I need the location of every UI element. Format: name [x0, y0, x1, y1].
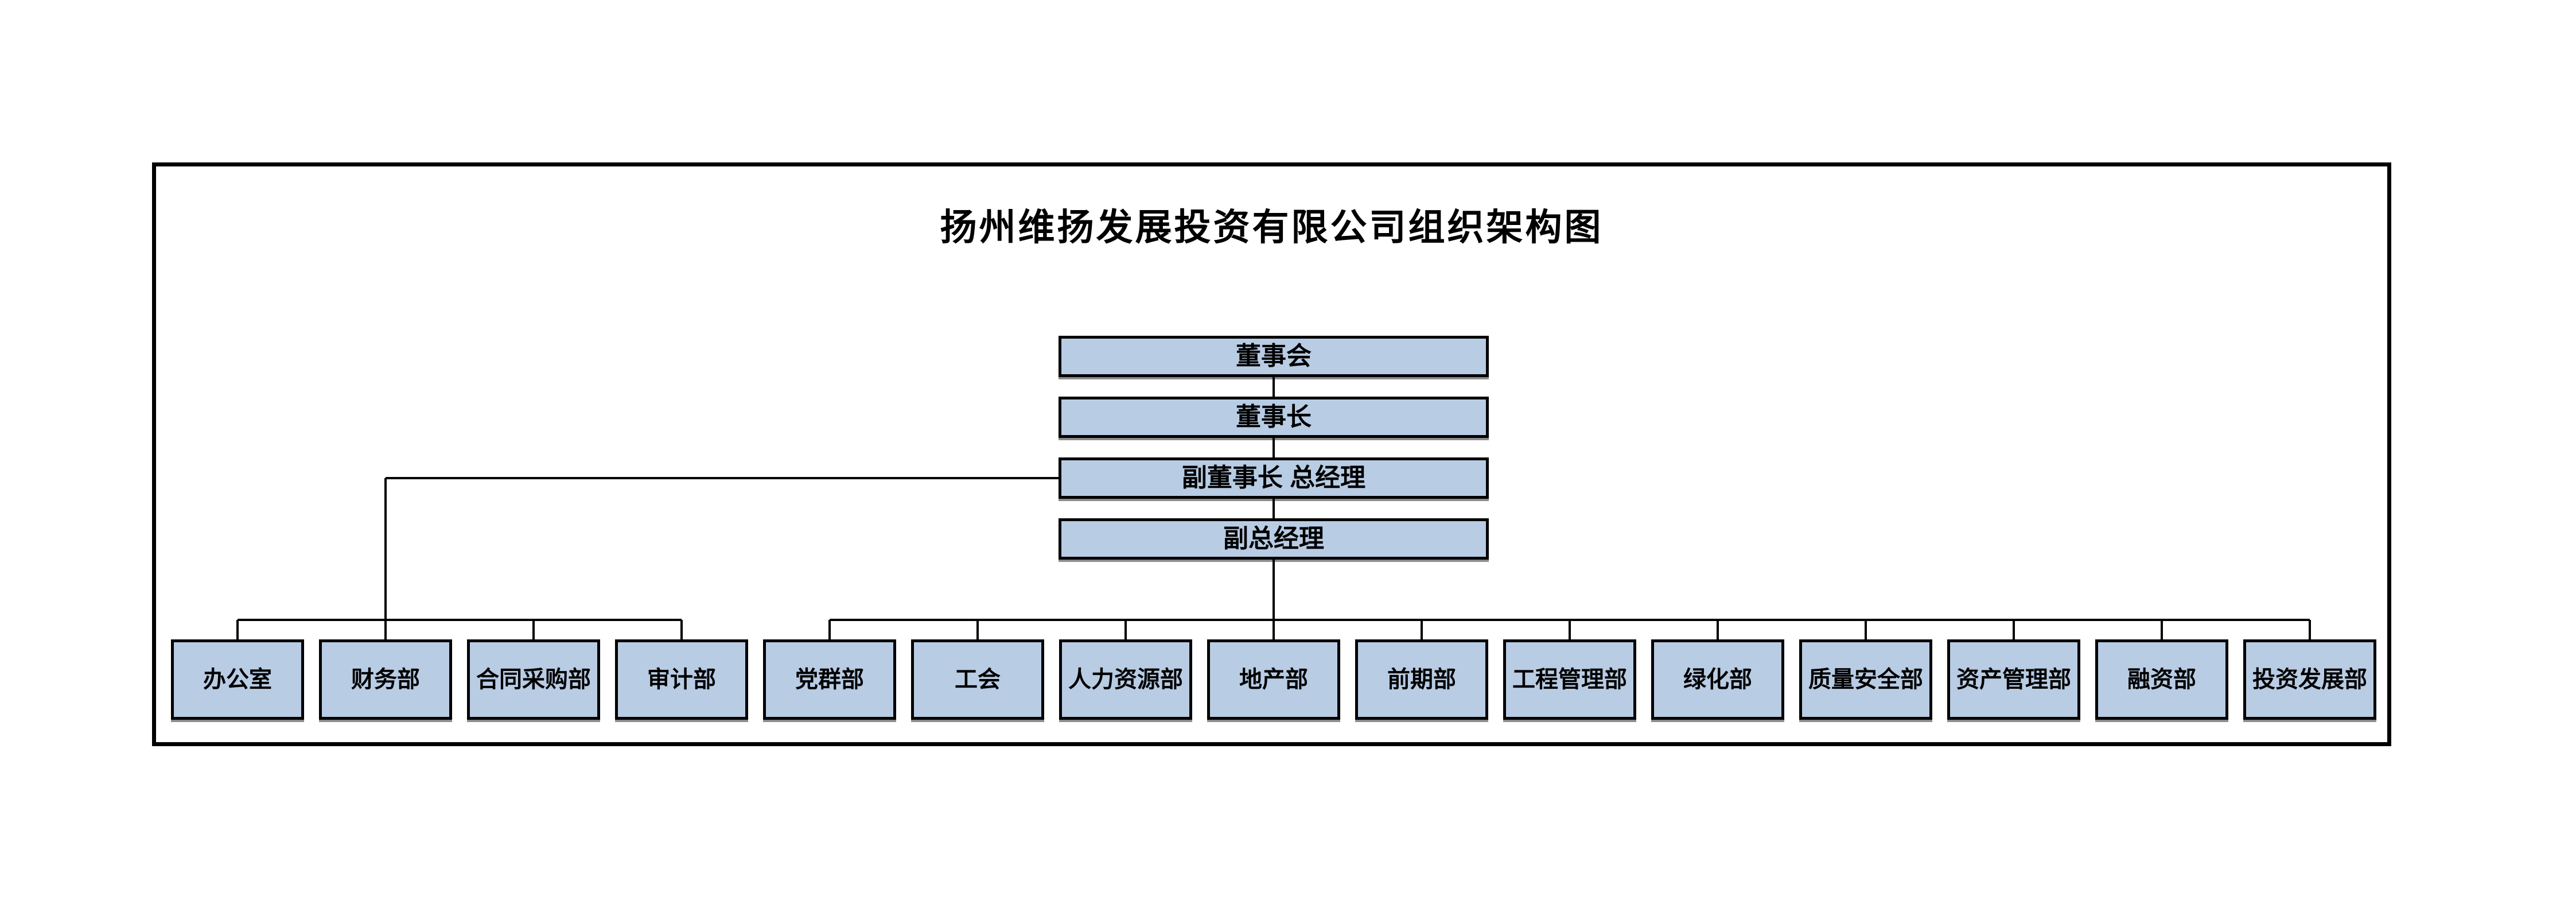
- dept-box-3: 审计部: [615, 639, 748, 720]
- dept-box-1: 财务部: [319, 639, 452, 720]
- chart-title: 扬州维扬发展投资有限公司组织架构图: [940, 207, 1604, 248]
- dept-box-2: 合同采购部: [467, 639, 600, 720]
- level-box-0: 董事会: [1059, 336, 1489, 377]
- dept-box-14: 投资发展部: [2243, 639, 2376, 720]
- level-box-3: 副总经理: [1059, 518, 1489, 560]
- chart-border: [152, 162, 2391, 746]
- dept-box-10: 绿化部: [1651, 639, 1784, 720]
- dept-box-13: 融资部: [2095, 639, 2228, 720]
- level-box-1: 董事长: [1059, 397, 1489, 438]
- dept-box-0: 办公室: [171, 639, 304, 720]
- dept-box-11: 质量安全部: [1799, 639, 1932, 720]
- dept-box-4: 党群部: [763, 639, 896, 720]
- dept-box-9: 工程管理部: [1503, 639, 1636, 720]
- dept-box-6: 人力资源部: [1059, 639, 1192, 720]
- dept-box-8: 前期部: [1355, 639, 1488, 720]
- dept-box-5: 工会: [911, 639, 1044, 720]
- dept-box-7: 地产部: [1207, 639, 1340, 720]
- dept-box-12: 资产管理部: [1947, 639, 2080, 720]
- level-box-2: 副董事长 总经理: [1059, 457, 1489, 499]
